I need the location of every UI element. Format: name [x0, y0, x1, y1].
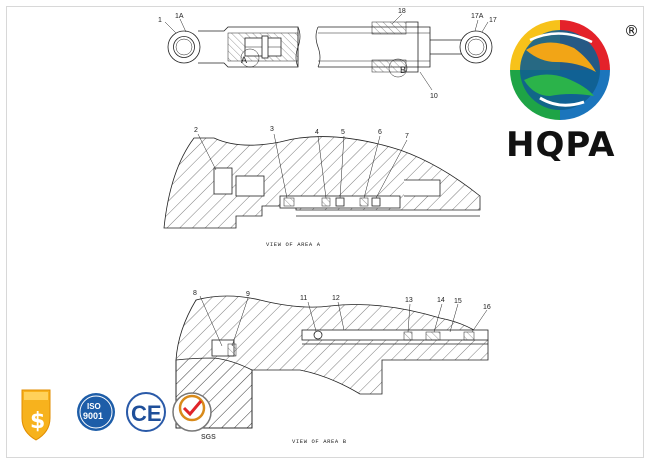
area-b-callout-labels: 8 9 11 12 13 14 15 16	[193, 290, 491, 311]
callout-17: 17	[489, 17, 497, 24]
dollar-shield-icon: $	[21, 389, 51, 441]
callout-8: 8	[193, 290, 197, 297]
sgs-label: SGS	[201, 434, 216, 441]
callout-15: 15	[454, 298, 462, 305]
callout-5: 5	[341, 129, 345, 136]
sgs-seal-icon: SGS	[172, 392, 216, 441]
callout-area-a: A	[241, 55, 247, 65]
callout-9: 9	[246, 291, 250, 298]
callout-4: 4	[315, 129, 319, 136]
area-b-caption: VIEW OF AREA B	[292, 438, 347, 445]
callout-1: 1	[158, 17, 162, 24]
callout-12: 12	[332, 295, 340, 302]
ce-mark-icon: CE	[126, 392, 166, 432]
svg-text:$: $	[30, 409, 45, 434]
callout-13: 13	[405, 297, 413, 304]
area-a-section-drawing	[163, 133, 481, 229]
callout-16: 16	[483, 304, 491, 311]
callout-area-b: B	[400, 65, 406, 75]
brand-name: HQPA	[506, 125, 615, 165]
top-callout-labels: 1 1A A 18 B 10 17A 17	[158, 8, 497, 100]
callout-2: 2	[194, 127, 198, 134]
area-b-section-drawing	[175, 295, 489, 429]
iso-number: 9001	[83, 411, 103, 421]
certification-badges: $ ISO 9001 CE SGS	[21, 389, 216, 441]
callout-18: 18	[398, 8, 406, 15]
registered-mark: ®	[624, 22, 639, 40]
cylinder-assembly-drawing	[164, 13, 493, 91]
callout-10: 10	[430, 93, 438, 100]
callout-14: 14	[437, 297, 445, 304]
area-a-callout-labels: 2 3 4 5 6 7	[194, 126, 409, 140]
callout-17a: 17A	[471, 13, 484, 20]
area-a-caption: VIEW OF AREA A	[266, 241, 321, 248]
logo-globe-icon	[510, 20, 610, 120]
brand-logo: ® HQPA	[506, 20, 639, 165]
callout-1a: 1A	[175, 13, 184, 20]
callout-6: 6	[378, 129, 382, 136]
callout-11: 11	[300, 295, 307, 302]
iso-label: ISO	[87, 402, 101, 411]
iso-9001-badge-icon: ISO 9001	[77, 393, 115, 431]
ce-label: CE	[131, 401, 162, 426]
callout-7: 7	[405, 133, 409, 140]
callout-3: 3	[270, 126, 274, 133]
